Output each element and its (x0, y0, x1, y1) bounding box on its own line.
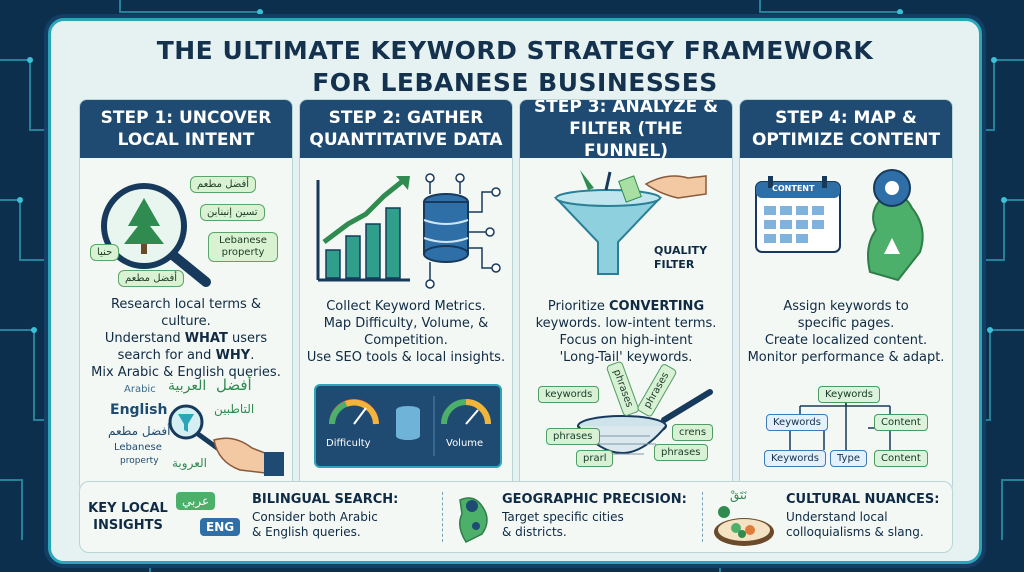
bubble-5: أفضل مطعم (118, 270, 185, 287)
sieve-icon (577, 389, 713, 455)
bubble-2: تسين إنبنابن (200, 204, 265, 221)
insight-3-text: Understand local colloquialisms & slang. (786, 510, 924, 539)
step-1-heading: STEP 1: UNCOVER LOCAL INTENT (80, 100, 292, 158)
cloud-property: property (120, 456, 159, 466)
bubble-1: أفضل مطعم (190, 176, 257, 193)
key-local-insights: KEY LOCAL INSIGHTS عربي ENG BILINGUAL SE… (79, 481, 953, 553)
volume-label: Volume (446, 438, 484, 449)
calendar-label: CONTENT (772, 184, 815, 193)
step-1-description: Research local terms & culture. Understa… (91, 297, 281, 380)
insight-2-text: Target specific cities & districts. (502, 510, 624, 539)
sieve-word-1: keywords (538, 386, 600, 403)
map-node-right-bottom: Content (874, 450, 928, 467)
cloud-best-ar: أفضل (216, 376, 252, 394)
cloud-arabic: Arabic (124, 384, 156, 395)
divider-2 (702, 492, 704, 542)
step-4-description: Assign keywords to specific pages. Creat… (747, 299, 945, 365)
chart-database-icon (316, 173, 501, 289)
step-4-heading: STEP 4: MAP & OPTIMIZE CONTENT (740, 100, 952, 158)
map-pin-icon (459, 497, 488, 543)
sieve-word-4: crens (672, 424, 714, 441)
hand-magnifier-icon (168, 404, 284, 476)
page-title: THE ULTIMATE KEYWORD STRATEGY FRAMEWORK … (51, 35, 979, 99)
map-node-root: Keywords (818, 386, 880, 403)
bubble-4: حنيا (90, 244, 120, 261)
insight-3-title: CULTURAL NUANCES: (786, 492, 940, 507)
step-2-description: Collect Keyword Metrics. Map Difficulty,… (306, 299, 506, 365)
sieve-word-5: phrases (546, 428, 600, 445)
difficulty-label: Difficulty (326, 438, 371, 449)
step-3-heading: STEP 3: ANALYZE & FILTER (THE FUNNEL) (520, 100, 732, 161)
map-node-right-top: Content (874, 414, 928, 431)
step-4-card: STEP 4: MAP & OPTIMIZE CONTENT CONTENT (739, 99, 953, 493)
step-3-description: Prioritize CONVERTING keywords. low-inte… (535, 299, 717, 365)
map-node-left-top: Keywords (766, 414, 828, 431)
main-panel: THE ULTIMATE KEYWORD STRATEGY FRAMEWORK … (48, 18, 982, 564)
sieve-word-6: prarl (576, 450, 614, 467)
insight-2-title: GEOGRAPHIC PRECISION: (502, 492, 687, 507)
eng-badge: ENG (200, 518, 241, 536)
funnel-icon (553, 170, 707, 275)
insight-1-text: Consider both Arabic & English queries. (252, 510, 378, 539)
step-2-card: STEP 2: GATHER QUANTITATIVE DATA (299, 99, 513, 493)
divider-1 (442, 492, 444, 542)
title-line-2: FOR LEBANESE BUSINESSES (312, 68, 718, 97)
step-3-card: STEP 3: ANALYZE & FILTER (THE FUNNEL) QU… (519, 99, 733, 493)
gauge-icons (329, 396, 491, 456)
bubble-3: Lebanese property (208, 232, 278, 262)
step-2-heading: STEP 2: GATHER QUANTITATIVE DATA (300, 100, 512, 158)
insight-1-title: BILINGUAL SEARCH: (252, 492, 399, 507)
arabic-badge: عربي (176, 492, 216, 510)
cloud-english: English (110, 402, 168, 418)
map-node-middle-bottom: Type (830, 450, 867, 467)
insights-label: KEY LOCAL INSIGHTS (88, 501, 168, 533)
cloud-arouba-ar: العروبة (172, 456, 207, 470)
step-1-card: STEP 1: UNCOVER LOCAL INTENT أفضل مطعم ت… (79, 99, 293, 493)
calendar-map-icon (755, 169, 924, 282)
nuance-glyph: نَتَقْ (730, 488, 747, 502)
metrics-dashboard: Difficulty Volume (314, 384, 502, 468)
sieve-word-7: phrases (654, 444, 708, 461)
food-plate-icon (714, 506, 774, 546)
funnel-label: QUALITY FILTER (654, 244, 708, 271)
map-node-left-bottom: Keywords (764, 450, 826, 467)
cloud-best-restaurant-ar: أفضل مطعم (108, 424, 171, 438)
cloud-tat-ar: التاطبين (214, 402, 255, 416)
keyword-cloud: Arabic العربية English أفضل التاطبين أفض… (88, 374, 284, 484)
magnifier-cedar-icon (101, 183, 211, 287)
cloud-arabic-ar: العربية (168, 378, 207, 394)
cloud-lebanese: Lebanese (114, 442, 162, 453)
title-line-1: THE ULTIMATE KEYWORD STRATEGY FRAMEWORK (156, 36, 874, 65)
